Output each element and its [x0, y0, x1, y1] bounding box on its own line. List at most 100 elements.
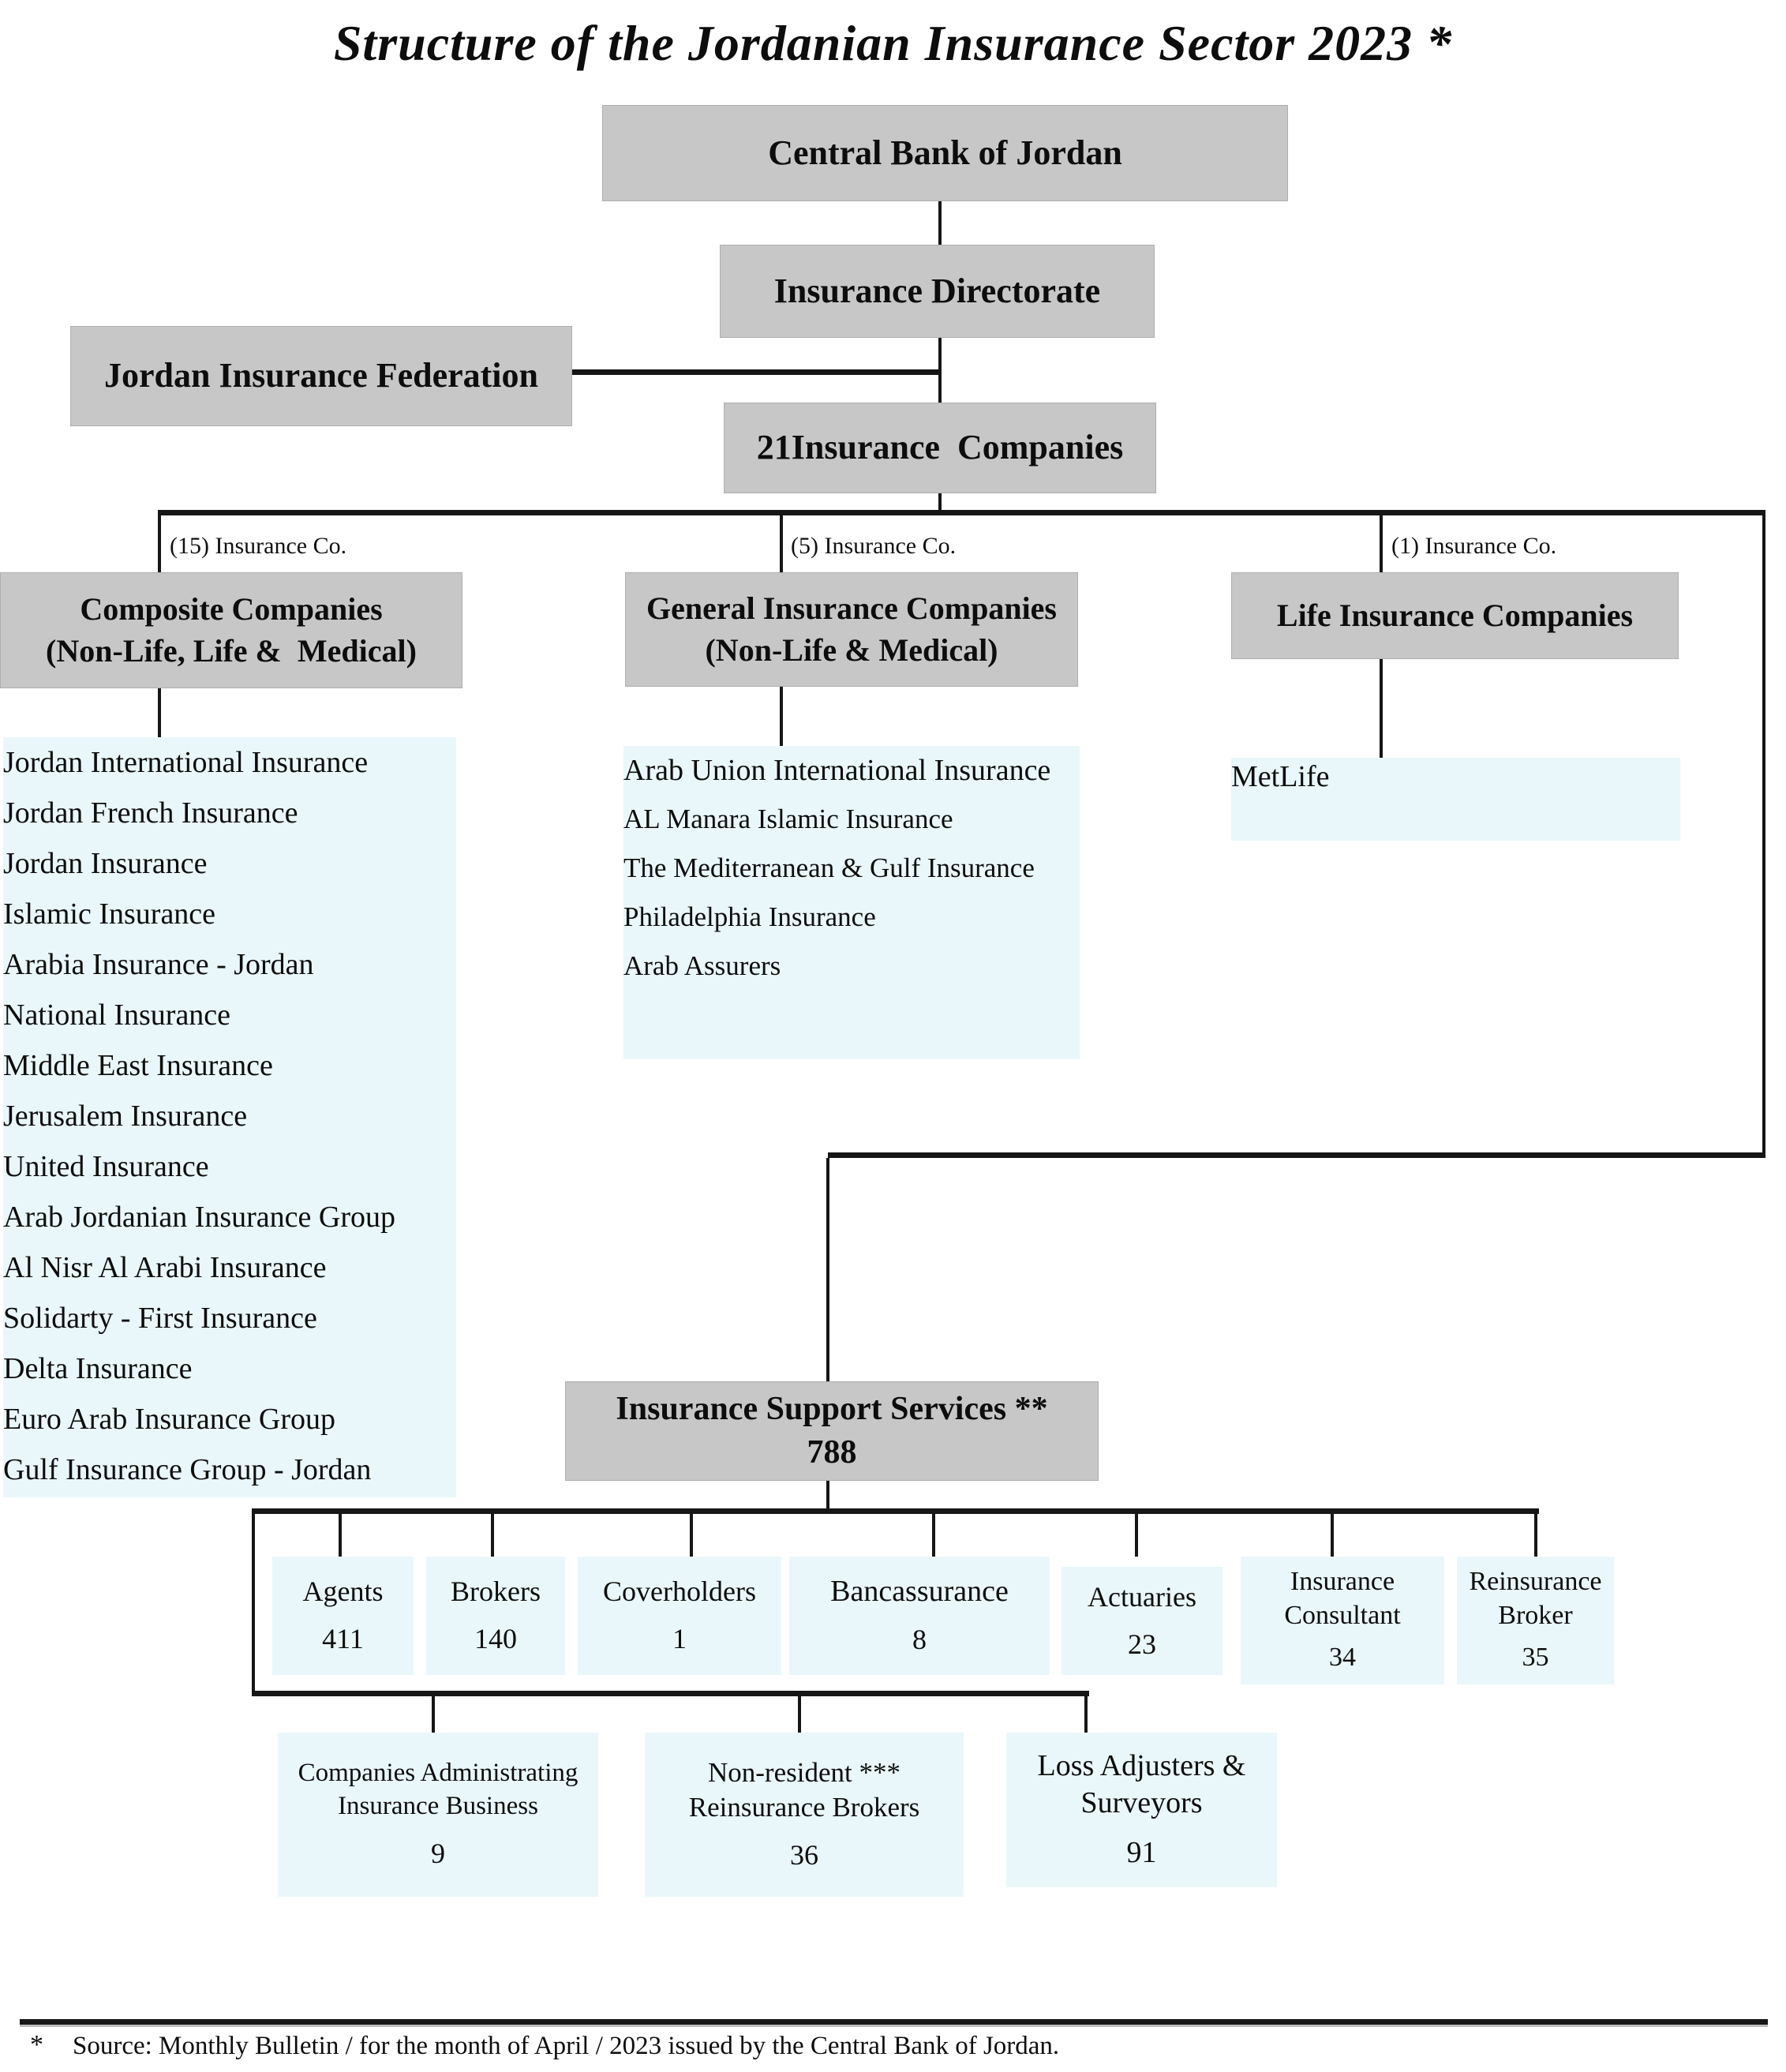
support-box-agents: Agents 411 — [272, 1557, 414, 1675]
footer-rule — [20, 2019, 1768, 2027]
support-value: 8 — [912, 1624, 927, 1656]
node-central-bank: Central Bank of Jordan — [602, 105, 1288, 201]
connector-bancassurance — [932, 1514, 935, 1557]
life-company-list-box: MetLife — [1231, 758, 1680, 841]
company-list-item: AL Manara Islamic Insurance — [623, 804, 953, 834]
connector-composite-list — [158, 688, 161, 737]
page-title: Structure of the Jordanian Insurance Sec… — [333, 15, 1453, 71]
connector-actuaries — [1135, 1514, 1138, 1557]
connector-companies-branchline — [938, 493, 942, 510]
connector-row1-row2 — [252, 1514, 255, 1691]
support-row1-line — [252, 1508, 1539, 1514]
company-list-item: Gulf Insurance Group - Jordan — [3, 1453, 372, 1486]
header-line1: Composite Companies — [80, 590, 383, 627]
connector-nonresident-brokers — [798, 1696, 801, 1733]
connector-branch-support-vertical — [1762, 515, 1765, 1158]
support-box-bancassurance: Bancassurance 8 — [789, 1557, 1050, 1675]
count-label-composite: (15) Insurance Co. — [170, 533, 347, 559]
connector-general-list — [780, 687, 783, 746]
connector-branch-general — [780, 515, 783, 572]
company-list-item: Arabia Insurance - Jordan — [3, 948, 314, 981]
node-jordan-insurance-federation: Jordan Insurance Federation — [70, 326, 572, 426]
support-label: Actuaries — [1088, 1580, 1196, 1613]
count-label-general: (5) Insurance Co. — [791, 533, 957, 559]
company-list-item: United Insurance — [3, 1150, 209, 1183]
node-insurance-support-services: Insurance Support Services ** 788 — [565, 1381, 1099, 1481]
node-label: Jordan Insurance Federation — [104, 356, 538, 395]
connector-federation-centerline — [572, 369, 940, 375]
support-box-actuaries: Actuaries 23 — [1061, 1567, 1222, 1675]
company-list-item: Delta Insurance — [3, 1352, 193, 1385]
company-list-item: Jerusalem Insurance — [3, 1100, 248, 1133]
support-label: Companies Administrating Insurance Busin… — [298, 1759, 578, 1820]
connector-branch-life — [1380, 515, 1383, 572]
header-line2: (Non-Life & Medical) — [705, 631, 998, 668]
header-line1: Life Insurance Companies — [1276, 597, 1634, 633]
company-list: MetLife — [1231, 758, 1680, 796]
company-list-item: Middle East Insurance — [3, 1049, 273, 1082]
general-company-list-box: Arab Union International Insurance AL Man… — [623, 746, 1080, 1059]
company-list-item: Islamic Insurance — [3, 897, 216, 931]
connector-cbj-directorate — [938, 201, 942, 245]
header-line1: General Insurance Companies — [646, 590, 1057, 626]
company-list: Arab Union International Insurance AL Man… — [623, 746, 1080, 991]
header-composite-companies: Composite Companies (Non-Life, Life & Me… — [0, 572, 462, 688]
support-row2-line — [252, 1691, 1089, 1696]
support-label: Agents — [302, 1576, 384, 1608]
connector-agents — [339, 1514, 342, 1557]
support-total: 788 — [807, 1434, 857, 1471]
support-title: Insurance Support Services ** — [616, 1390, 1048, 1427]
connector-brokers — [491, 1514, 494, 1557]
connector-directorate-companies — [938, 338, 942, 403]
support-label: Reinsurance Broker — [1469, 1567, 1602, 1630]
connector-insurance-consultant — [1331, 1514, 1334, 1557]
company-list-item: The Mediterranean & Gulf Insurance — [623, 852, 1035, 883]
header-general-insurance-companies: General Insurance Companies (Non-Life & … — [625, 572, 1078, 687]
node-insurance-directorate: Insurance Directorate — [720, 245, 1155, 338]
connector-coverholders — [690, 1514, 693, 1557]
support-label: Non-resident *** Reinsurance Brokers — [688, 1756, 920, 1823]
company-list-item: Arab Union International Insurance — [623, 754, 1051, 787]
connector-reinsurance-broker — [1534, 1514, 1537, 1557]
support-value: 34 — [1329, 1643, 1356, 1673]
count-label-life: (1) Insurance Co. — [1391, 533, 1557, 559]
connector-support-drop — [826, 1158, 829, 1381]
footer-source-note: Source: Monthly Bulletin / for the month… — [73, 2032, 1060, 2060]
support-value: 91 — [1126, 1835, 1157, 1869]
connector-support-row1 — [826, 1481, 829, 1508]
support-box-companies-administrating: Companies Administrating Insurance Busin… — [278, 1733, 598, 1897]
branch-line — [158, 510, 1765, 515]
company-list-item: Arab Assurers — [623, 950, 781, 981]
node-insurance-companies-total: 21Insurance Companies — [724, 403, 1156, 493]
support-label: Loss Adjusters & Surveyors — [1037, 1748, 1246, 1820]
header-life-insurance-companies: Life Insurance Companies — [1231, 572, 1679, 659]
support-label: Brokers — [451, 1576, 541, 1608]
company-list-item: Jordan French Insurance — [3, 796, 298, 830]
header-line2: (Non-Life, Life & Medical) — [46, 632, 417, 669]
support-value: 1 — [672, 1623, 687, 1655]
company-list-item: National Insurance — [3, 999, 231, 1032]
support-box-reinsurance-broker: Reinsurance Broker 35 — [1457, 1557, 1614, 1684]
company-list-item: Al Nisr Al Arabi Insurance — [3, 1251, 327, 1284]
company-list-item: Arab Jordanian Insurance Group — [3, 1201, 395, 1234]
company-list-item: MetLife — [1231, 760, 1330, 793]
company-list-item: Jordan Insurance — [3, 847, 208, 880]
support-value: 36 — [790, 1839, 818, 1872]
connector-branch-composite — [158, 515, 161, 572]
support-value: 411 — [322, 1623, 364, 1655]
support-box-nonresident-reinsurance-brokers: Non-resident *** Reinsurance Brokers 36 — [645, 1733, 964, 1897]
footer-marker: * — [30, 2030, 43, 2059]
connector-support-horizontal — [828, 1152, 1765, 1158]
support-value: 35 — [1522, 1643, 1549, 1673]
support-box-insurance-consultant: Insurance Consultant 34 — [1241, 1557, 1444, 1684]
support-value: 23 — [1128, 1628, 1156, 1660]
connector-loss-adjusters — [1084, 1696, 1088, 1733]
support-box-brokers: Brokers 140 — [426, 1557, 565, 1675]
node-label: Central Bank of Jordan — [768, 133, 1122, 172]
connector-companies-administrating — [432, 1696, 435, 1733]
node-label: Insurance Directorate — [773, 271, 1101, 310]
connector-life-list — [1380, 659, 1383, 758]
